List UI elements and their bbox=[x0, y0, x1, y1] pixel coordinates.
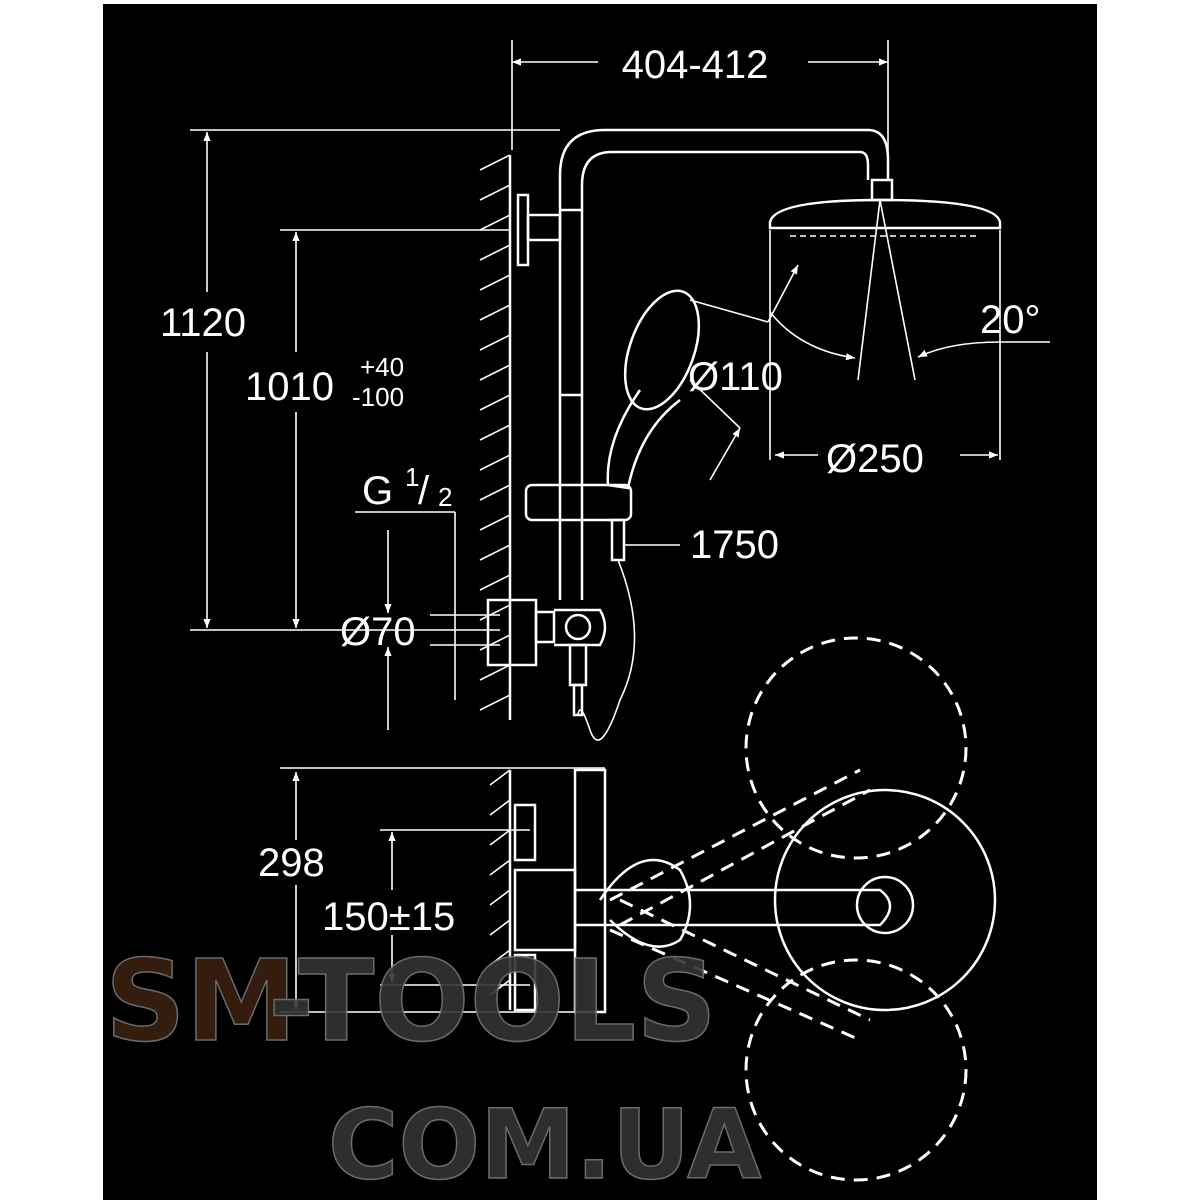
thread-denominator: 2 bbox=[438, 482, 452, 512]
watermark-tools: -TOOLS bbox=[268, 937, 717, 1067]
thread-slash: / bbox=[418, 469, 430, 513]
hose-length-label: 1750 bbox=[690, 523, 779, 567]
head-shower: Ø250 20° bbox=[768, 178, 1050, 481]
top-view: 298 150±15 bbox=[258, 636, 997, 1182]
head-diameter-label: Ø250 bbox=[826, 437, 924, 481]
shower-riser bbox=[486, 128, 890, 741]
wall-side-view bbox=[479, 154, 512, 720]
thread-numerator: 1 bbox=[405, 462, 419, 492]
spray-angle-label: 20° bbox=[980, 298, 1041, 342]
hand-diameter-label: Ø110 bbox=[688, 355, 783, 399]
width-dimension: 404-412 bbox=[511, 40, 889, 180]
rail-tolerance-minus: -100 bbox=[352, 382, 404, 412]
rail-tolerance-plus: +40 bbox=[360, 352, 404, 382]
hand-shower: Ø110 1750 bbox=[606, 264, 799, 567]
rail-height-label: 1010 bbox=[245, 365, 334, 409]
flange-label: Ø70 bbox=[340, 610, 416, 654]
height-dimensions: 1120 1010 +40 -100 bbox=[160, 129, 560, 631]
flange-dimension: Ø70 bbox=[340, 530, 500, 730]
thread-dimension: G 1 / 2 bbox=[355, 462, 456, 700]
watermark-domain: COM.UA bbox=[328, 1089, 761, 1200]
width-label: 404-412 bbox=[622, 43, 769, 87]
watermark: SM -TOOLS COM.UA bbox=[104, 936, 762, 1200]
total-height-label: 1120 bbox=[160, 301, 246, 345]
mixer-height-label: 298 bbox=[258, 841, 325, 885]
connection-spacing-label: 150±15 bbox=[322, 895, 455, 939]
thread-g-label: G bbox=[362, 469, 393, 513]
watermark-sm: SM bbox=[105, 937, 297, 1067]
